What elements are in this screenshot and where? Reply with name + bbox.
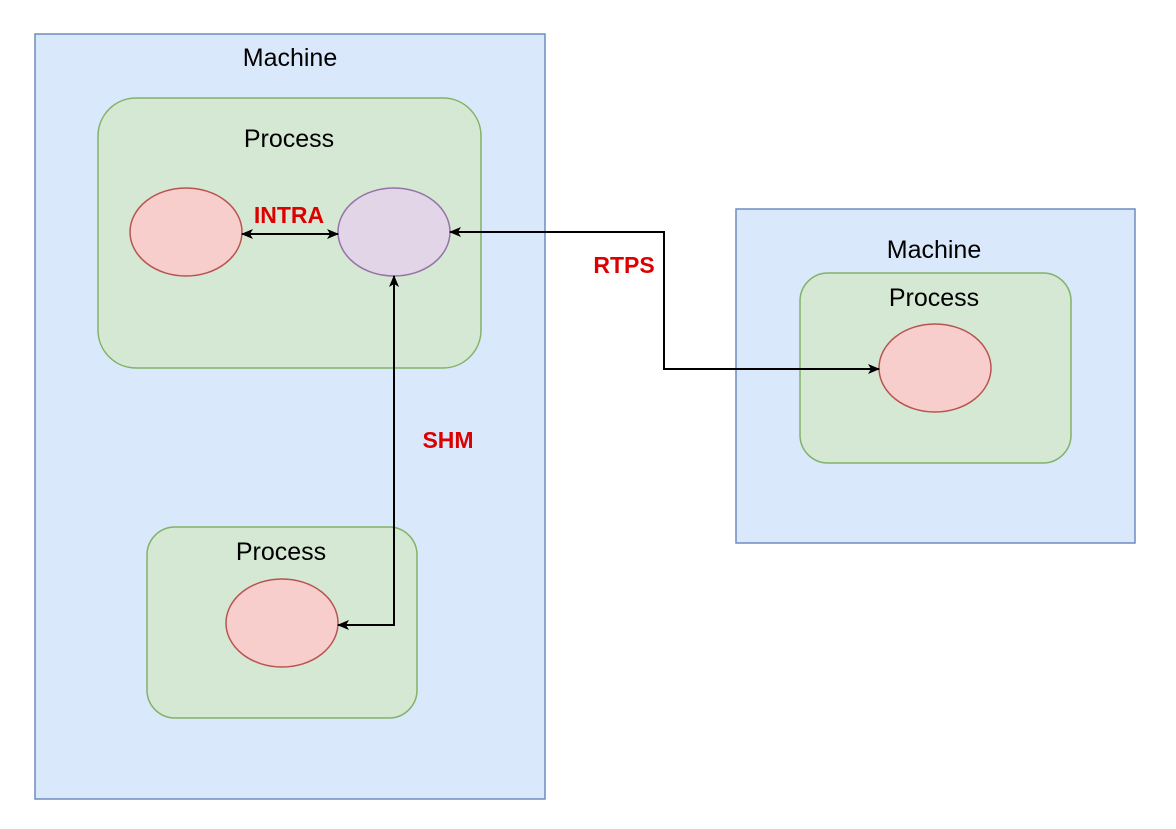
edge-shm-label: SHM [422,427,473,453]
node-process-1-left [129,187,243,277]
node-process-3 [878,323,992,413]
process-2-label: Process [236,538,326,566]
machine-1-label: Machine [243,44,338,72]
edge-rtps [449,227,880,374]
edge-rtps-label: RTPS [593,252,654,278]
node-process-2 [225,578,339,668]
machine-2-label: Machine [887,236,982,264]
process-3-label: Process [889,284,979,312]
process-1-label: Process [244,125,334,153]
edge-shm [337,275,399,630]
edge-intra-label: INTRA [254,202,324,228]
node-process-1-right [337,187,451,277]
